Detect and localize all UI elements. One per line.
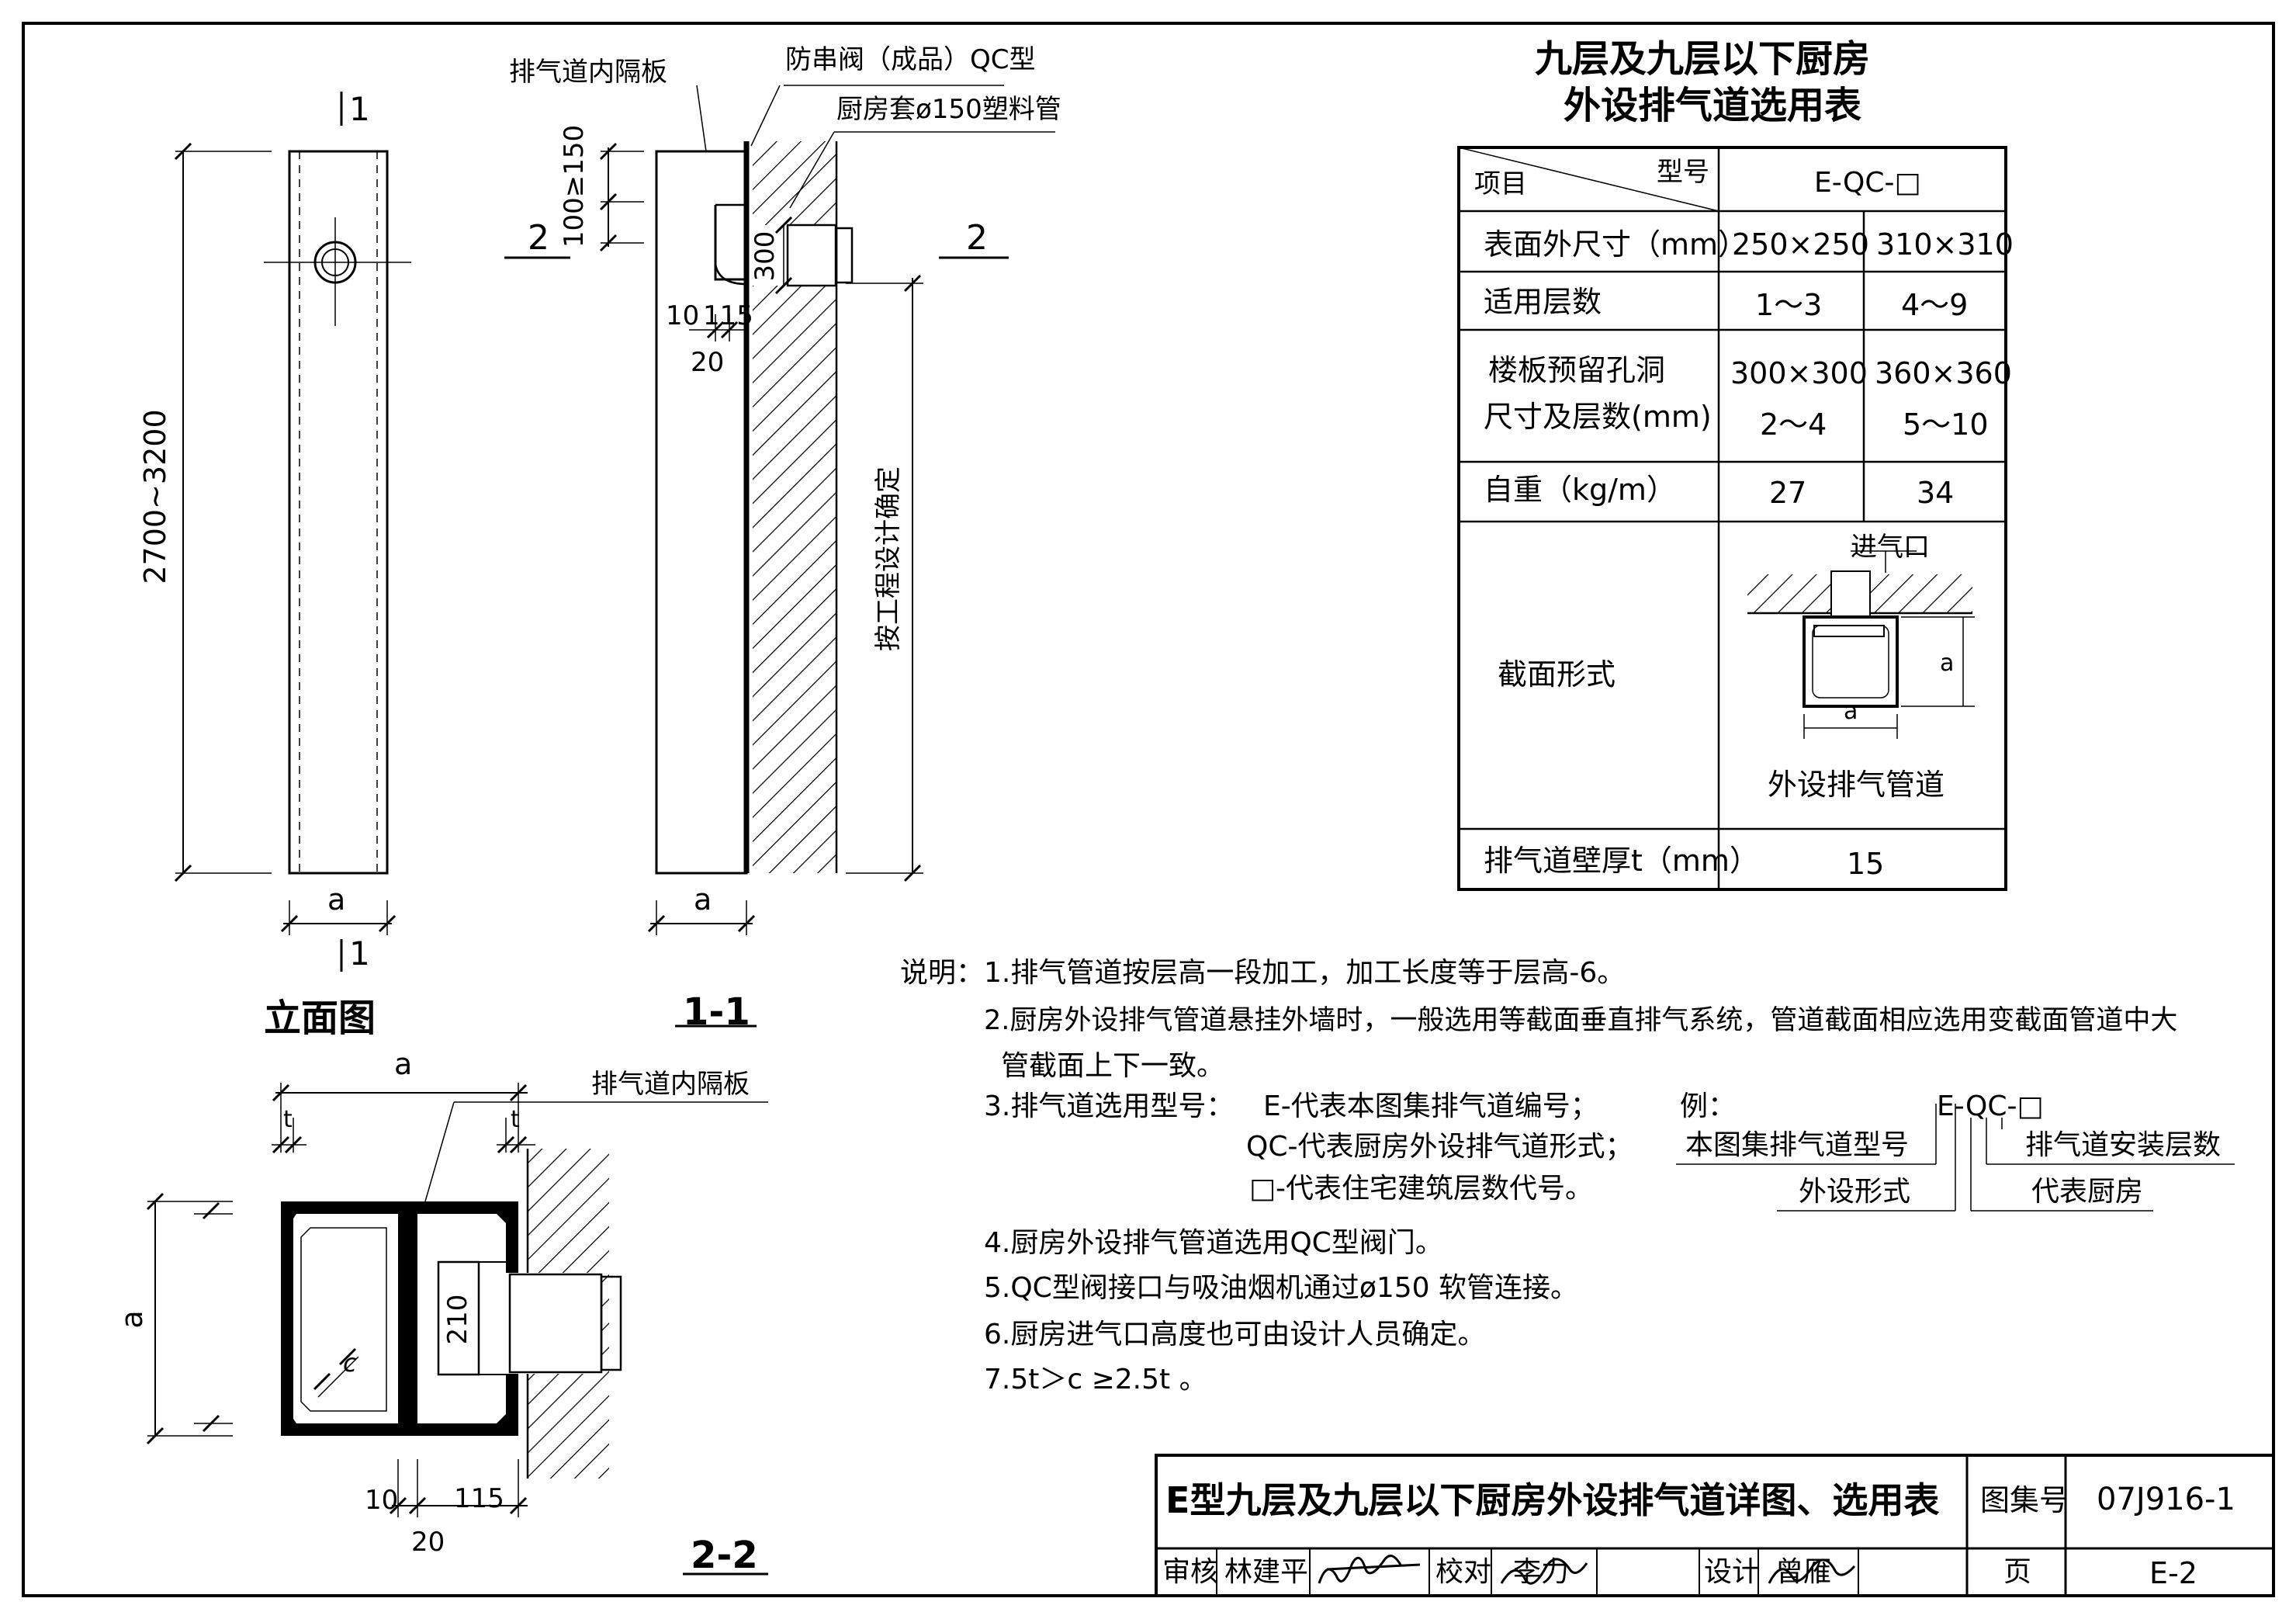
- section-1-1-valve-label: 防串阀（成品）QC型: [785, 44, 1036, 75]
- table-thickness-label: 排气道壁厚t（mm）: [1484, 844, 1759, 878]
- table-model-code: E-QC-□: [1814, 167, 1921, 199]
- note-3-e: E-代表本图集排气道编号；: [1263, 1090, 1598, 1122]
- table-thickness-value: 15: [1847, 847, 1885, 881]
- table-weight-a: 27: [1769, 476, 1807, 510]
- elevation-height-dimension: 2700~3200: [138, 409, 172, 584]
- table-floors-a: 1～3: [1755, 288, 1823, 322]
- title-block-grid: [1155, 1454, 2275, 1597]
- table-hole-label-2: 尺寸及层数(mm): [1484, 400, 1712, 434]
- example-code-diagram: [1676, 1104, 2235, 1212]
- note-3: 3.排气道选用型号：: [984, 1090, 1235, 1122]
- table-size-a: 250×250: [1732, 227, 1869, 262]
- designer-name: 曾雁: [1775, 1556, 1832, 1588]
- section-2-2-caption: 2-2: [691, 1534, 758, 1577]
- example-lead: 例：: [1680, 1090, 1737, 1122]
- section-2-2-dim-t-right: t: [511, 1106, 520, 1133]
- elevation-section-mark-top: 1: [349, 90, 370, 128]
- table-hole-b-2: 5～10: [1903, 407, 1989, 442]
- table-hole-a-1: 300×300: [1730, 356, 1868, 390]
- notes-lead: 说明：: [900, 957, 985, 989]
- section-2-2-dim-c: c: [343, 1348, 357, 1378]
- section-1-1-dim-300: 300: [750, 231, 781, 282]
- section-2-2-drawing: [146, 1083, 768, 1576]
- page-label: 页: [2003, 1556, 2032, 1588]
- section-2-2-dim-a-top: a: [394, 1047, 413, 1081]
- table-size-label: 表面外尺寸（mm）: [1484, 227, 1748, 262]
- design-label: 设计: [1704, 1556, 1761, 1588]
- section-2-2-dim-20: 20: [411, 1527, 445, 1558]
- table-duct-label: 外设排气管道: [1768, 768, 1945, 802]
- note-3-qc: QC-代表厨房外设排气道形式；: [1246, 1131, 1633, 1163]
- section-1-1-mark-right: 2: [966, 218, 988, 258]
- example-form-label: 外设形式: [1799, 1176, 1911, 1208]
- section-2-2-dim-115: 115: [454, 1483, 504, 1514]
- table-title-line-2: 外设排气道选用表: [1564, 84, 1862, 127]
- page-number: E-2: [2149, 1556, 2197, 1590]
- example-code: E-QC-□: [1937, 1090, 2044, 1122]
- table-weight-label: 自重（kg/m）: [1484, 473, 1676, 507]
- table-section-dim-a-bottom: a: [1844, 698, 1858, 725]
- note-2b: 管截面上下一致。: [1001, 1050, 1225, 1082]
- example-floors-label: 排气道安装层数: [2025, 1129, 2222, 1161]
- section-1-1-width-dimension: a: [694, 882, 712, 917]
- table-hole-b-1: 360×360: [1875, 356, 2012, 390]
- note-4: 4.厨房外设排气管道选用QC型阀门。: [984, 1227, 1443, 1259]
- table-section-dim-a-right: a: [1940, 650, 1955, 677]
- section-1-1-drawing: [504, 85, 1055, 1028]
- signature-strokes: [1318, 1555, 1856, 1585]
- note-1: 1.排气管道按层高一段加工，加工长度等于层高-6。: [984, 957, 1626, 989]
- atlas-number: 07J916-1: [2097, 1482, 2235, 1517]
- table-floors-b: 4～9: [1901, 288, 1969, 322]
- example-kitchen-label: 代表厨房: [2031, 1176, 2144, 1208]
- elevation-drawing: [174, 92, 411, 972]
- note-7: 7.5t＞c ≥2.5t 。: [984, 1364, 1207, 1395]
- note-6: 6.厨房进气口高度也可由设计人员确定。: [984, 1319, 1486, 1350]
- section-2-2-dim-t-left: t: [283, 1106, 293, 1133]
- section-2-2-dim-a-left: a: [115, 1310, 149, 1329]
- section-2-2-partition-label: 排气道内隔板: [591, 1069, 750, 1100]
- note-5: 5.QC型阀接口与吸油烟机通过ø150 软管连接。: [984, 1272, 1579, 1304]
- section-2-2-dim-210: 210: [442, 1294, 473, 1345]
- review-label: 审核: [1162, 1556, 1219, 1588]
- section-1-1-by-design-dimension: 按工程设计确定: [873, 466, 904, 651]
- note-3-box: □-代表住宅建筑层数代号。: [1249, 1173, 1594, 1205]
- table-inlet-label: 进气口: [1851, 532, 1930, 563]
- section-1-1-caption: 1-1: [683, 990, 750, 1034]
- section-1-1-dim-100-150: 100≥150: [559, 124, 590, 248]
- section-2-2-dim-10: 10: [365, 1485, 399, 1516]
- check-label: 校对: [1435, 1556, 1492, 1588]
- sheet-title: E型九层及九层以下厨房外设排气道详图、选用表: [1165, 1479, 1940, 1521]
- checker-name: 李力: [1513, 1556, 1570, 1588]
- elevation-section-mark-bottom: 1: [349, 934, 370, 972]
- elevation-caption: 立面图: [264, 997, 376, 1040]
- note-2a: 2.厨房外设排气管道悬挂外墙时，一般选用等截面垂直排气系统，管道截面相应选用变截…: [984, 1005, 2178, 1036]
- section-1-1-dim-115: 115: [703, 300, 753, 331]
- atlas-label: 图集号: [1980, 1483, 2069, 1517]
- section-1-1-pipe-label: 厨房套ø150塑料管: [836, 94, 1061, 125]
- table-header-item: 项目: [1474, 168, 1527, 199]
- table-header-model: 型号: [1657, 157, 1709, 188]
- table-hole-a-2: 2～4: [1760, 407, 1827, 442]
- table-size-b: 310×310: [1876, 227, 2014, 262]
- table-hole-label-1: 楼板预留孔洞: [1488, 353, 1666, 387]
- table-floors-label: 适用层数: [1484, 285, 1602, 319]
- section-1-1-partition-label: 排气道内隔板: [509, 57, 667, 88]
- table-title-line-1: 九层及九层以下厨房: [1535, 37, 1871, 81]
- selection-table-grid: [1457, 146, 2007, 891]
- elevation-width-dimension: a: [327, 882, 346, 917]
- section-1-1-dim-20: 20: [691, 347, 725, 378]
- reviewer-name: 林建平: [1224, 1556, 1309, 1588]
- table-section-label: 截面形式: [1498, 657, 1616, 692]
- table-weight-b: 34: [1917, 476, 1955, 510]
- example-type-label: 本图集排气道型号: [1685, 1129, 1910, 1161]
- section-1-1-mark-left: 2: [528, 218, 549, 258]
- section-1-1-dim-10: 10: [666, 300, 700, 331]
